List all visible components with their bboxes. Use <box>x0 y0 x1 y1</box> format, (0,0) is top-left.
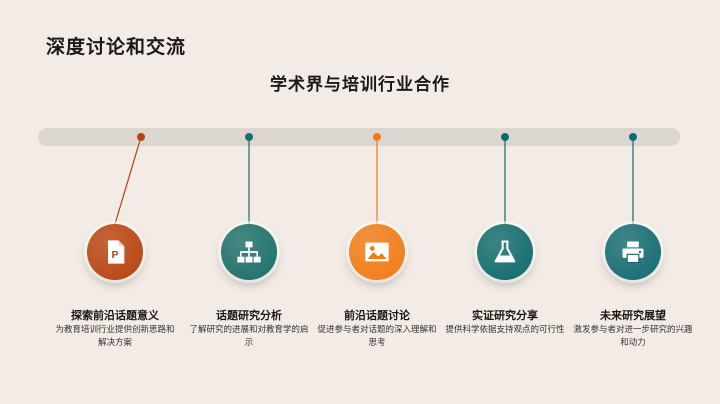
printer-icon <box>622 241 644 264</box>
timeline-dot-3 <box>373 133 381 141</box>
step-5-title: 未来研究展望 <box>600 309 666 322</box>
step-5-icon[interactable] <box>605 224 661 280</box>
step-2-icon[interactable] <box>221 224 277 280</box>
presentation-file-icon: P <box>108 240 125 264</box>
timeline-bar <box>38 128 680 146</box>
step-5-desc: 激发参与者对进一步研究的兴趣和动力 <box>573 325 693 348</box>
timeline-dot-5 <box>629 133 637 141</box>
page-subtitle: 学术界与培训行业合作 <box>270 75 450 95</box>
step-1-title: 探索前沿话题意义 <box>71 309 159 322</box>
step-4-icon[interactable] <box>477 224 533 280</box>
step-1-desc: 为教育培训行业提供创新思路和解决方案 <box>55 325 175 348</box>
step-2-desc: 了解研究的进展和对教育学的启示 <box>189 325 309 348</box>
timeline-dot-1 <box>137 133 145 141</box>
page-title: 深度讨论和交流 <box>46 36 187 58</box>
step-4-desc: 提供科学依据支持观点的可行性 <box>445 325 565 335</box>
sitemap-icon <box>237 241 261 263</box>
flask-icon <box>494 240 516 263</box>
step-3-icon[interactable] <box>349 224 405 280</box>
timeline-dot-4 <box>501 133 509 141</box>
step-3-desc: 促进参与者对话题的深入理解和思考 <box>317 325 437 348</box>
connector-line-1 <box>114 136 142 225</box>
step-2-title: 话题研究分析 <box>216 309 282 322</box>
step-1-icon[interactable]: P <box>87 224 143 280</box>
timeline-dot-2 <box>245 133 253 141</box>
image-icon <box>365 242 389 262</box>
svg-text:P: P <box>112 249 119 261</box>
step-4-title: 实证研究分享 <box>472 309 538 322</box>
step-3-title: 前沿话题讨论 <box>344 309 410 322</box>
